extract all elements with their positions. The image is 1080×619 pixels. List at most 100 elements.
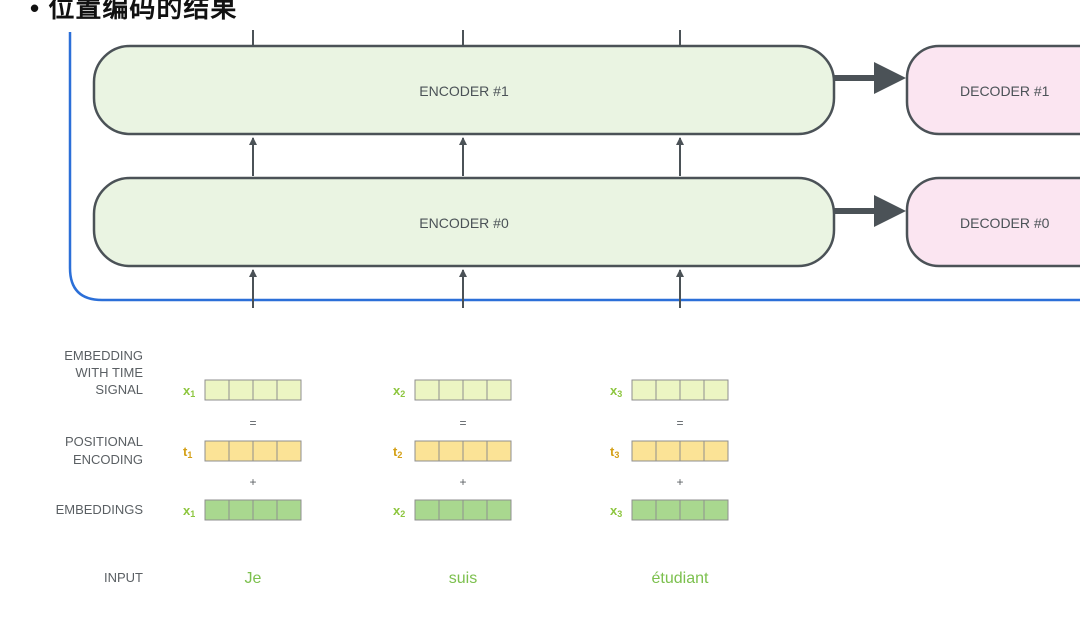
vector-emb: x3 (610, 499, 729, 521)
decoder-0-label: DECODER #0 (960, 215, 1050, 231)
vector-cell (204, 440, 230, 462)
vector-subscript: 2 (397, 450, 402, 460)
vector-cell (462, 499, 488, 521)
vector-time: x3 (610, 379, 729, 401)
vector-subscript: 1 (187, 450, 192, 460)
token-column: x3 t3 x3 = + étudiant (610, 379, 729, 587)
vector-time: x1 (183, 379, 302, 401)
vector-cell (204, 499, 230, 521)
vector-label: x2 (393, 503, 405, 519)
vector-label: x1 (183, 503, 195, 519)
vector-label: x2 (393, 383, 405, 399)
row-labels: EMBEDDING WITH TIME SIGNAL POSITIONAL EN… (56, 348, 144, 585)
vector-subscript: 2 (400, 389, 405, 399)
vector-time: x2 (393, 379, 512, 401)
vector-cell (462, 440, 488, 462)
encoder-decoder-arrow-1 (834, 62, 906, 94)
vector-cell (276, 440, 302, 462)
encoder-1-box (92, 44, 836, 136)
vector-cell (655, 379, 681, 401)
vector-cell (228, 379, 254, 401)
vector-subscript: 3 (617, 389, 622, 399)
vector-cell (679, 379, 705, 401)
vector-label: x3 (610, 383, 622, 399)
vector-cell (486, 379, 512, 401)
vector-cell (438, 379, 464, 401)
top-arrows (252, 30, 681, 46)
decoder-0-box (905, 176, 1080, 268)
equals-sign: = (676, 416, 683, 430)
vector-cell (438, 440, 464, 462)
row-label-positional-2: ENCODING (73, 452, 143, 467)
vector-subscript: 3 (614, 450, 619, 460)
input-arrows (249, 269, 684, 308)
encoder-1-label: ENCODER #1 (419, 83, 509, 99)
vector-label: t1 (183, 444, 192, 460)
input-word: suis (449, 570, 477, 587)
row-label-embeddings: EMBEDDINGS (56, 502, 144, 517)
vector-cell (679, 499, 705, 521)
row-label-time-signal-3: SIGNAL (95, 382, 143, 397)
vector-cell (631, 440, 657, 462)
vector-cell (204, 379, 230, 401)
vector-cell (228, 499, 254, 521)
vector-subscript: 1 (190, 389, 195, 399)
vector-subscript: 3 (617, 509, 622, 519)
decoder-1-box (905, 44, 1080, 136)
row-label-time-signal-1: EMBEDDING (64, 348, 143, 363)
vector-cell (276, 379, 302, 401)
decoder-0: DECODER #0 (905, 176, 1080, 268)
vector-cell (252, 379, 278, 401)
vector-cell (414, 499, 440, 521)
vector-cell (228, 440, 254, 462)
vector-emb: x2 (393, 499, 512, 521)
plus-sign: + (459, 475, 466, 489)
vector-pos: t1 (183, 440, 302, 462)
input-word: Je (245, 570, 262, 587)
vector-cell (438, 499, 464, 521)
vector-cell (252, 499, 278, 521)
vector-cell (655, 499, 681, 521)
vector-subscript: 1 (190, 509, 195, 519)
vector-pos: t2 (393, 440, 512, 462)
vector-cell (252, 440, 278, 462)
encoder-0: ENCODER #0 (92, 176, 836, 268)
vector-cell (631, 379, 657, 401)
encoder-1: ENCODER #1 (92, 44, 836, 136)
page-title: • 位置编码的结果 (30, 0, 238, 23)
vector-cell (679, 440, 705, 462)
encoder-0-box (92, 176, 836, 268)
vector-label: x1 (183, 383, 195, 399)
vector-label: t3 (610, 444, 619, 460)
equals-sign: = (459, 416, 466, 430)
equals-sign: = (249, 416, 256, 430)
input-word: étudiant (652, 570, 709, 587)
encoder-decoder-arrow-0 (834, 195, 906, 227)
row-label-time-signal-2: WITH TIME (75, 365, 143, 380)
vector-cell (462, 379, 488, 401)
vector-cell (703, 499, 729, 521)
between-encoder-arrows (249, 137, 684, 176)
encoder-0-label: ENCODER #0 (419, 215, 509, 231)
vector-cell (486, 499, 512, 521)
vector-label: t2 (393, 444, 402, 460)
vector-cell (486, 440, 512, 462)
vector-emb: x1 (183, 499, 302, 521)
vector-cell (414, 379, 440, 401)
token-column: x2 t2 x2 = + suis (393, 379, 512, 587)
decoder-1-label: DECODER #1 (960, 83, 1050, 99)
vector-cell (414, 440, 440, 462)
vector-cell (703, 379, 729, 401)
vector-subscript: 2 (400, 509, 405, 519)
vector-cell (631, 499, 657, 521)
vector-label: x3 (610, 503, 622, 519)
vector-cell (703, 440, 729, 462)
plus-sign: + (676, 475, 683, 489)
vector-cell (655, 440, 681, 462)
decoder-1: DECODER #1 (905, 44, 1080, 136)
token-columns: x1 t1 x1 = + Je x2 t2 x2 = + suis x3 t3 x3 = + étudiant (183, 379, 729, 587)
row-label-input: INPUT (104, 570, 143, 585)
vector-pos: t3 (610, 440, 729, 462)
